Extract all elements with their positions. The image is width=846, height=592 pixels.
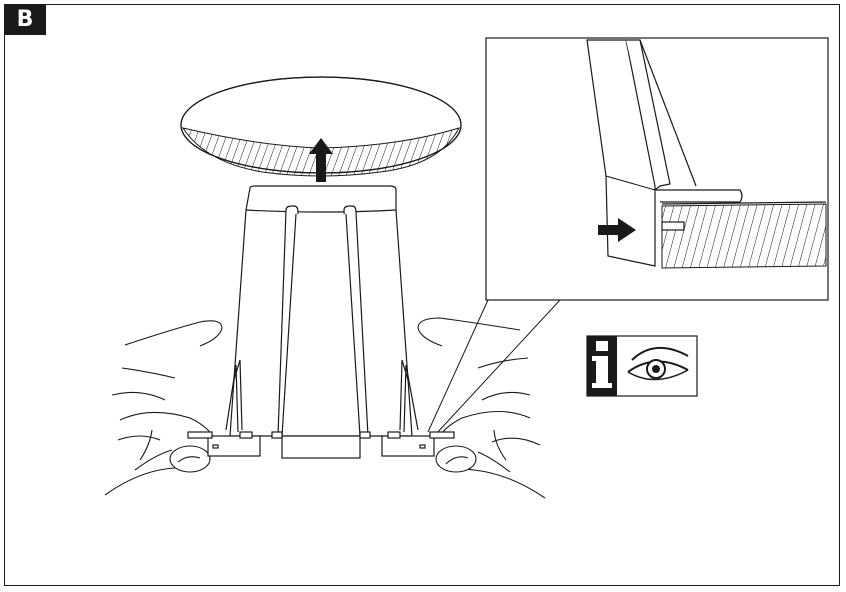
info-eye-icon bbox=[586, 335, 698, 397]
step-label: B bbox=[4, 4, 46, 35]
figure-frame bbox=[4, 4, 840, 586]
callout-leader bbox=[427, 299, 561, 435]
push-arrow-icon bbox=[598, 218, 636, 242]
lift-arrow-icon bbox=[309, 138, 333, 182]
left-hand bbox=[104, 320, 223, 496]
right-hand bbox=[417, 317, 546, 499]
sink-insert bbox=[187, 185, 455, 459]
detail-view bbox=[485, 37, 829, 301]
